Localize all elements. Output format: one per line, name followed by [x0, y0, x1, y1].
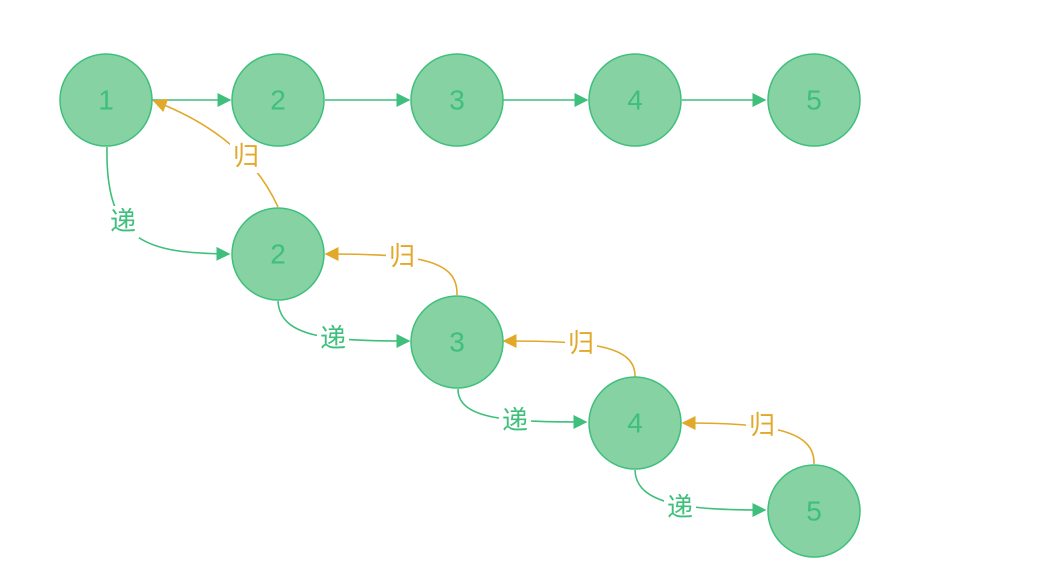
node-d2-circle [231, 207, 325, 301]
e-return-2-1-label-bg [230, 141, 262, 173]
node-top4-label: 4 [627, 85, 643, 116]
nodes-layer: 1 2 3 4 5 2 3 4 5 [59, 53, 861, 558]
node-top1-label: 1 [98, 85, 114, 116]
e-return-5-4-label: 归 [749, 411, 775, 441]
e-recurse-3-4-label-bg [499, 405, 531, 437]
e-return-5-4-arrow [681, 416, 815, 465]
node-top1-circle [59, 53, 153, 147]
e-return-5-4-label-bg [746, 410, 778, 442]
node-d4-circle [588, 376, 682, 470]
e-return-4-3-label: 归 [568, 329, 594, 359]
node-d2: 2 [231, 207, 325, 301]
e-recurse-4-5-arrow [634, 469, 767, 517]
node-top4: 4 [588, 53, 682, 147]
node-d5: 5 [767, 464, 861, 558]
node-d5-circle [767, 464, 861, 558]
node-d4: 4 [588, 376, 682, 470]
node-d2-label: 2 [270, 239, 286, 270]
node-d3: 3 [410, 295, 504, 389]
e-recurse-4-5-label: 递 [667, 493, 693, 523]
e-recurse-3-4-label: 递 [502, 406, 528, 436]
node-d3-label: 3 [449, 327, 465, 358]
e-return-3-2-label-bg [386, 241, 418, 273]
node-top2-label: 2 [270, 85, 286, 116]
node-top4-circle [588, 53, 682, 147]
node-d4-label: 4 [627, 408, 643, 439]
e-recurse-2-3-arrow [277, 300, 411, 348]
node-top3-circle [410, 53, 504, 147]
e-recurse-2-3-label: 递 [320, 324, 346, 354]
e-recurse-1-2-label: 递 [110, 207, 136, 237]
node-d3-circle [410, 295, 504, 389]
node-d5-label: 5 [806, 496, 822, 527]
node-top5: 5 [767, 53, 861, 147]
e-return-4-3-arrow [502, 334, 636, 378]
node-top3: 3 [410, 53, 504, 147]
node-top5-label: 5 [806, 85, 822, 116]
node-top3-label: 3 [449, 85, 465, 116]
node-top1: 1 [59, 53, 153, 147]
e-return-2-1-label: 归 [233, 142, 259, 172]
e-return-4-3-label-bg [565, 328, 597, 360]
e-return-3-2-arrow [324, 247, 458, 296]
e-recurse-3-4-arrow [457, 388, 588, 429]
e-return-3-2-label: 归 [389, 242, 415, 272]
e-recurse-1-2-label-bg [107, 206, 139, 238]
node-top2: 2 [231, 53, 325, 147]
node-top5-circle [767, 53, 861, 147]
e-recurse-4-5-label-bg [664, 492, 696, 524]
node-top2-circle [231, 53, 325, 147]
e-recurse-2-3-label-bg [317, 323, 349, 355]
